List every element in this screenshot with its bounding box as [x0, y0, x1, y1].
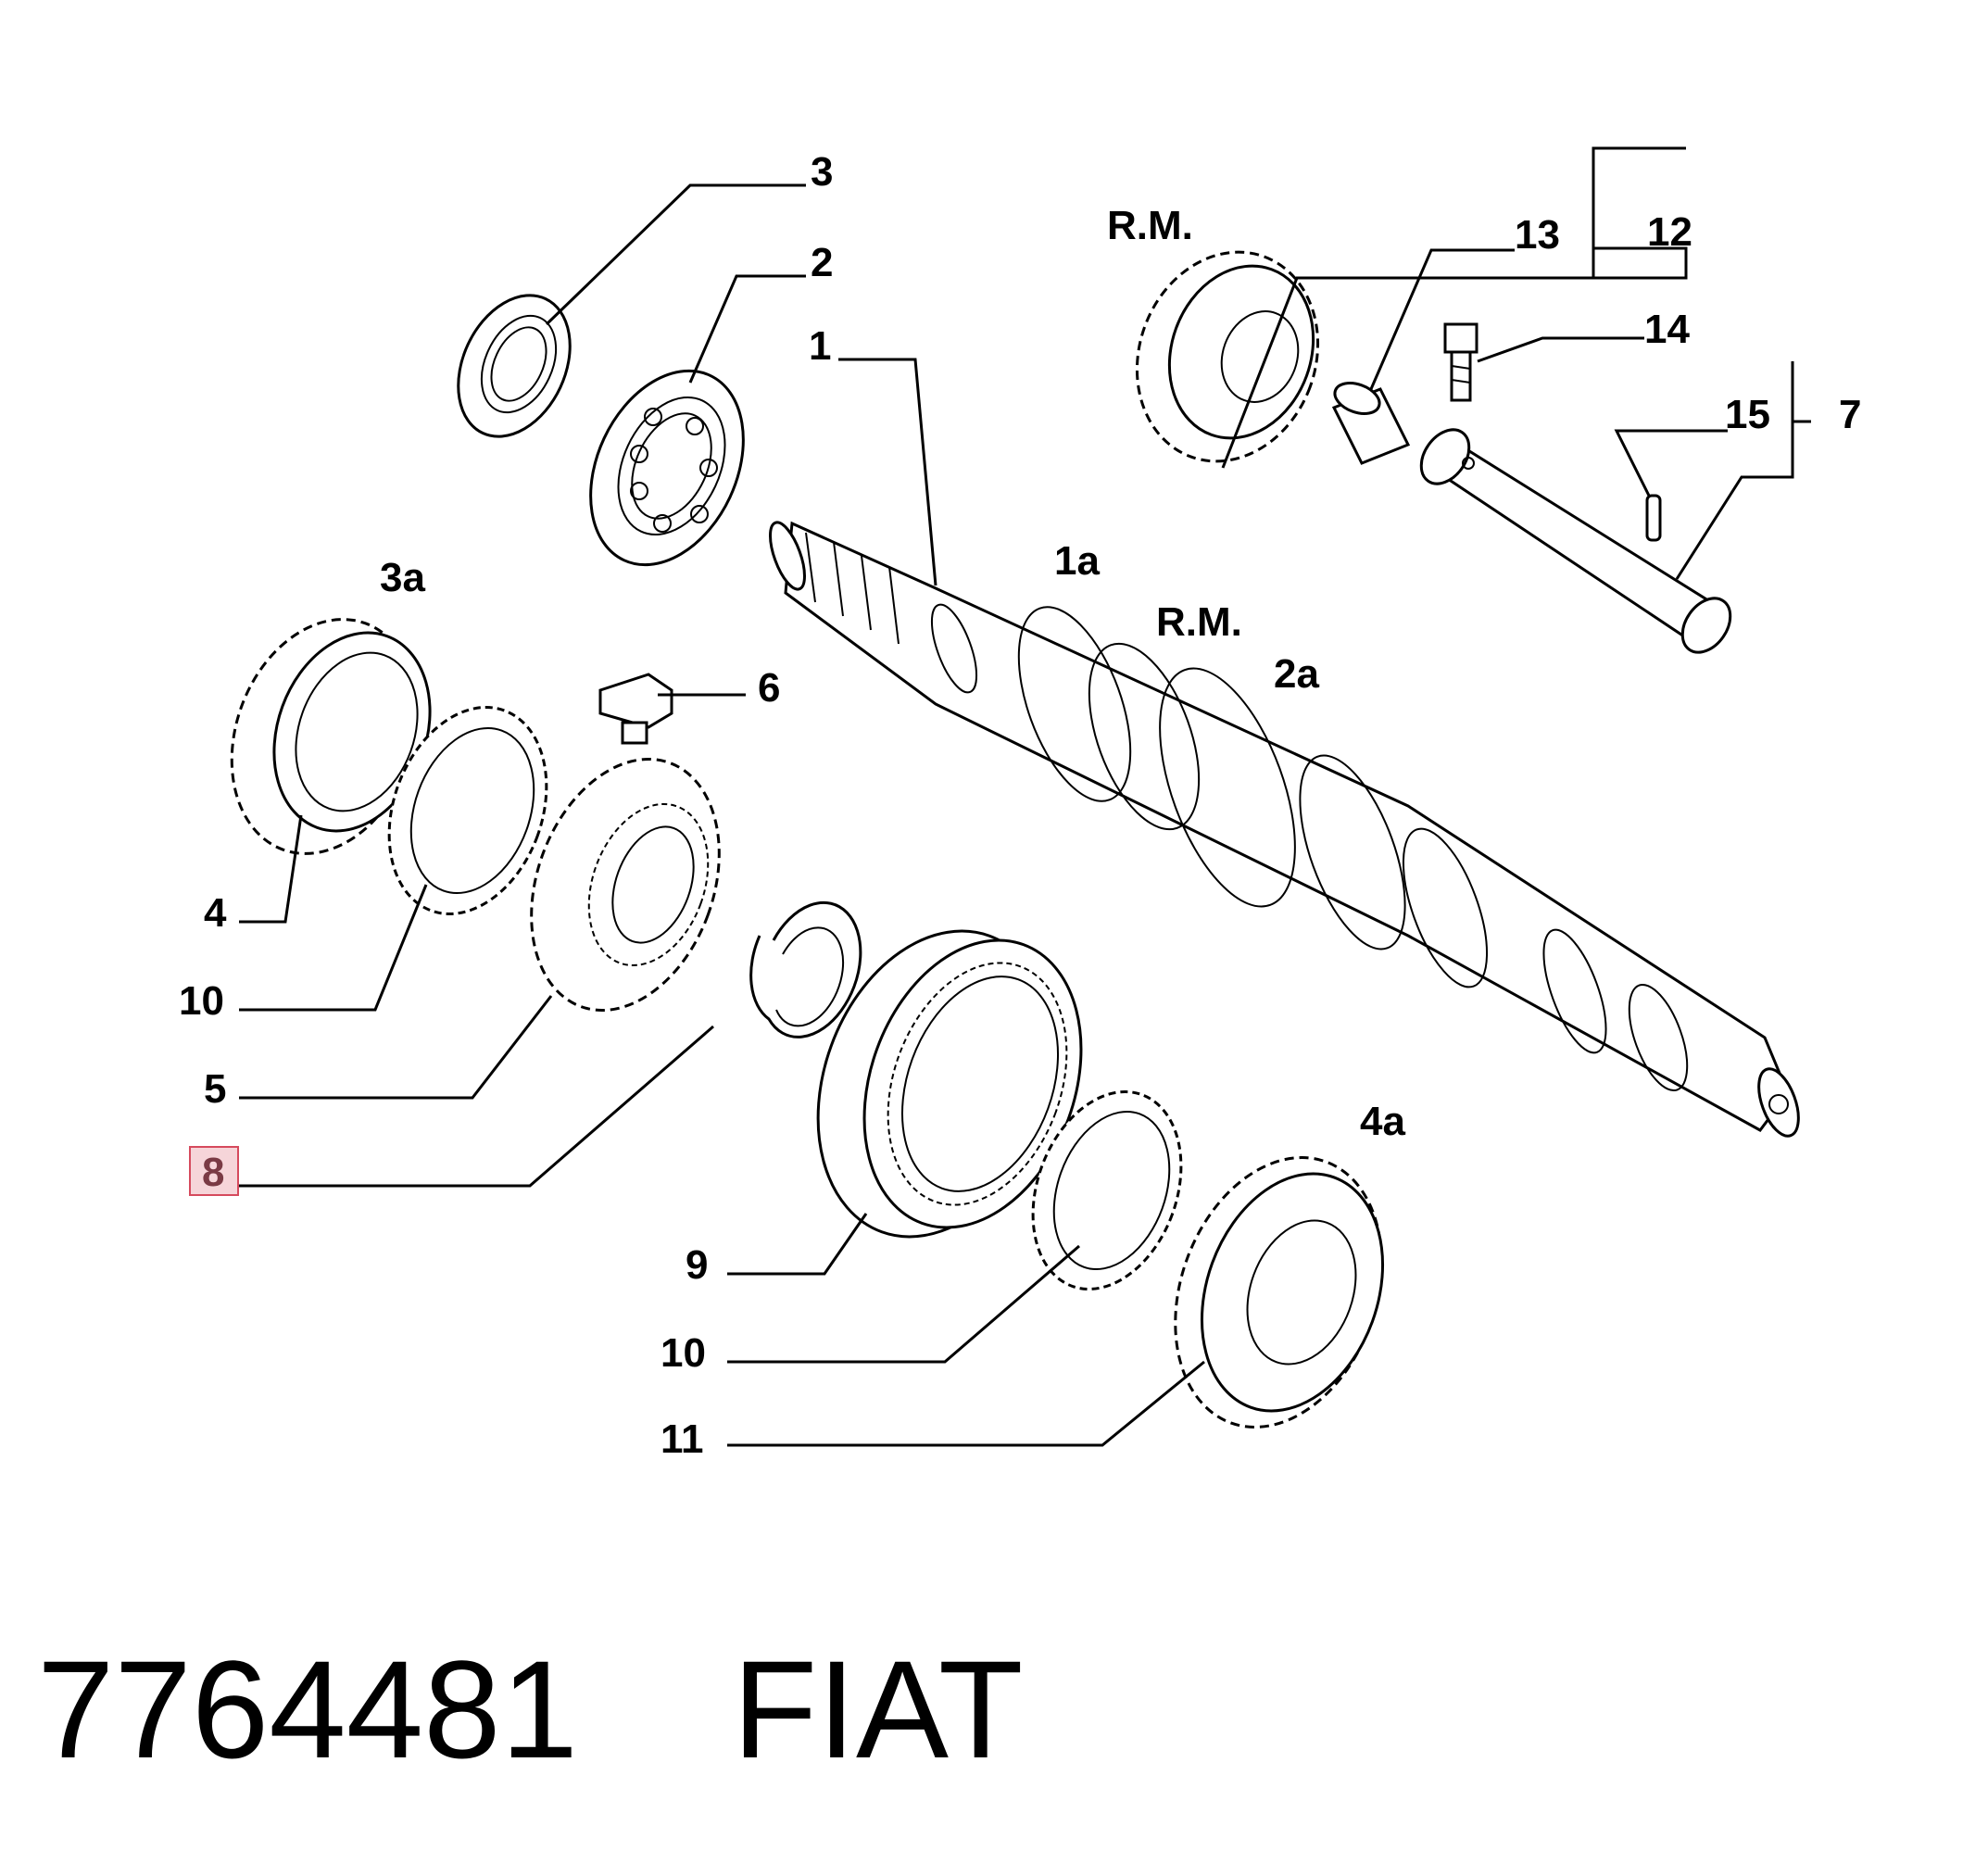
- highlight-box: [189, 1146, 239, 1196]
- synchro-ring-lower: [1031, 1089, 1183, 1291]
- ball-bearing: [589, 369, 745, 567]
- third-gear: [230, 618, 432, 855]
- brand-name: FIAT: [732, 1631, 1024, 1787]
- label-1: 1: [809, 323, 831, 369]
- label-10-upper: 10: [179, 978, 224, 1024]
- bush: [1331, 382, 1411, 465]
- label-rm-shaft: R.M.: [1156, 599, 1242, 645]
- label-rm-idler: R.M.: [1107, 203, 1193, 248]
- bolt: [1443, 322, 1478, 402]
- fourth-gear: [1174, 1156, 1385, 1429]
- label-3: 3: [811, 149, 833, 195]
- main-shaft: [769, 521, 1800, 1138]
- label-4a: 4a: [1360, 1099, 1405, 1144]
- label-13: 13: [1515, 212, 1560, 258]
- label-2: 2: [811, 240, 833, 285]
- bearing-small: [457, 294, 572, 438]
- label-15: 15: [1725, 392, 1770, 437]
- reverse-idler-gear: [1135, 250, 1320, 463]
- label-7: 7: [1839, 392, 1861, 437]
- synchro-hub: [530, 757, 721, 1013]
- synchro-key: [598, 673, 673, 745]
- label-11: 11: [661, 1416, 704, 1462]
- synchro-ring-upper: [387, 706, 548, 915]
- leader-lines: [239, 146, 1811, 1447]
- label-3a: 3a: [380, 555, 425, 600]
- label-8: 8: [202, 1150, 224, 1195]
- label-5: 5: [204, 1066, 226, 1112]
- sliding-sleeve: [816, 929, 1083, 1239]
- label-1a: 1a: [1054, 538, 1100, 584]
- label-9: 9: [686, 1242, 708, 1288]
- label-6: 6: [758, 665, 780, 711]
- part-number: 7764481: [37, 1631, 578, 1787]
- label-12: 12: [1647, 209, 1692, 255]
- part-number-footer: 7764481 FIAT: [37, 1640, 1024, 1779]
- label-10-lower: 10: [661, 1330, 706, 1376]
- idler-shaft: [1419, 428, 1732, 654]
- label-2a: 2a: [1274, 651, 1319, 697]
- label-14: 14: [1644, 307, 1690, 352]
- roll-pin: [1645, 494, 1662, 542]
- label-4: 4: [204, 890, 227, 936]
- circlip: [749, 900, 862, 1038]
